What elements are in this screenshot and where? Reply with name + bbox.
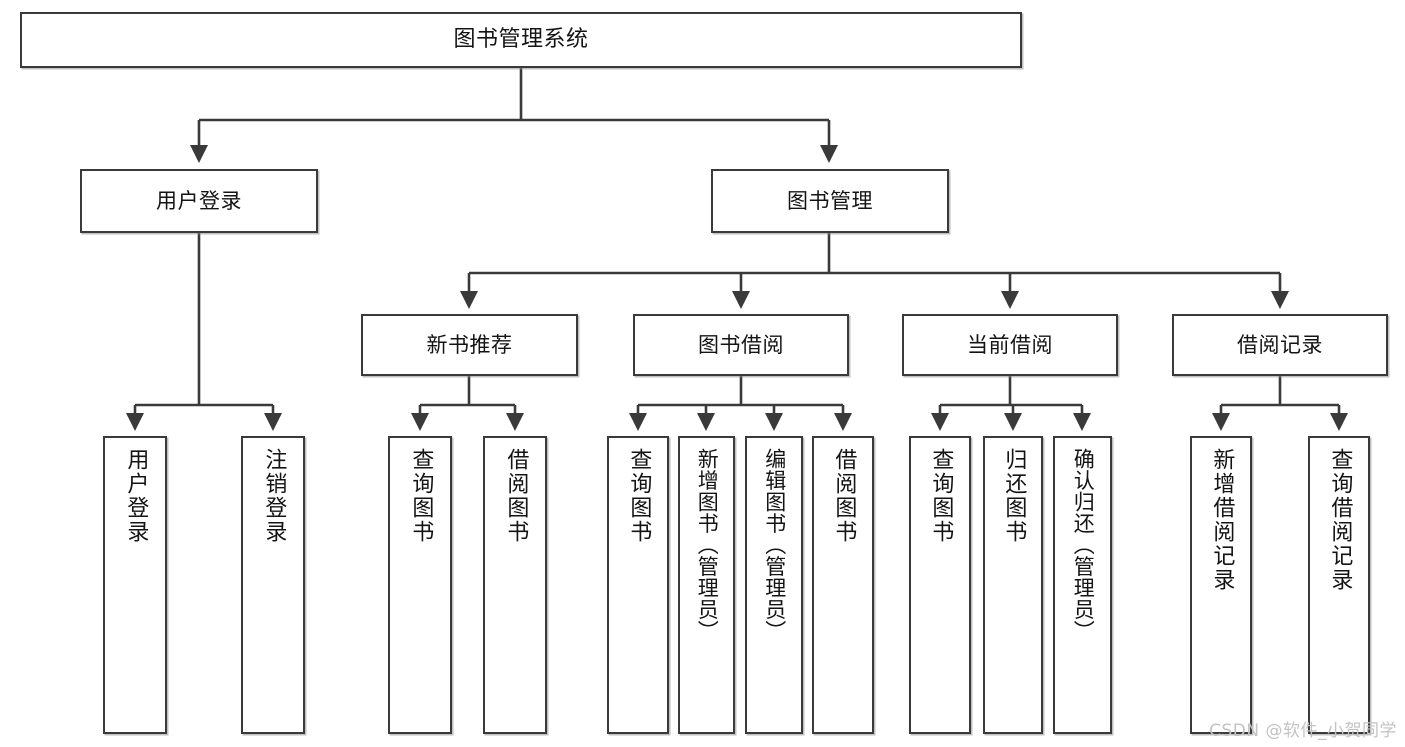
node-book-borrow[interactable]: 图书借阅 [633, 314, 849, 376]
node-book-manage[interactable]: 图书管理 [711, 169, 949, 233]
node-leaf-borrow-edit[interactable]: 编辑图书（管理员） [745, 436, 803, 734]
node-leaf-borrow-query[interactable]: 查询图书 [607, 436, 669, 734]
node-book-borrow-label: 图书借阅 [698, 332, 784, 357]
watermark: CSDN @软件_小贺同学 [1209, 721, 1397, 741]
node-leaf-borrow-add[interactable]: 新增图书（管理员） [678, 436, 735, 734]
node-leaf-rec-query[interactable]: 查询图书 [388, 436, 452, 734]
node-leaf-rec-borrow[interactable]: 借阅图书 [483, 436, 547, 734]
node-leaf-rec-query-label: 查询图书 [408, 448, 434, 544]
node-user-login-label: 用户登录 [156, 188, 242, 213]
node-leaf-cur-confirm[interactable]: 确认归还（管理员） [1053, 436, 1112, 734]
node-leaf-user-logout-label: 注销登录 [261, 448, 287, 544]
node-borrow-record-label: 借阅记录 [1237, 332, 1323, 357]
node-current-borrow-label: 当前借阅 [967, 332, 1053, 357]
node-leaf-borrow-lend[interactable]: 借阅图书 [812, 436, 874, 734]
node-new-book-recommend[interactable]: 新书推荐 [361, 314, 578, 376]
node-leaf-user-logout[interactable]: 注销登录 [241, 436, 305, 734]
node-leaf-borrow-edit-label: 编辑图书（管理员） [762, 448, 787, 642]
node-book-manage-label: 图书管理 [787, 188, 873, 213]
node-root-label: 图书管理系统 [453, 27, 589, 53]
node-leaf-rec-add[interactable]: 新增借阅记录 [1190, 436, 1252, 734]
node-leaf-borrow-add-label: 新增图书（管理员） [695, 448, 720, 642]
node-new-book-recommend-label: 新书推荐 [426, 332, 513, 357]
node-leaf-cur-confirm-label: 确认归还（管理员） [1071, 448, 1096, 642]
node-leaf-cur-query[interactable]: 查询图书 [909, 436, 971, 734]
node-leaf-user-login-label: 用户登录 [123, 448, 149, 544]
node-leaf-rec-query2[interactable]: 查询借阅记录 [1308, 436, 1370, 734]
node-root[interactable]: 图书管理系统 [20, 12, 1022, 68]
node-leaf-rec-query2-label: 查询借阅记录 [1327, 448, 1353, 592]
node-current-borrow[interactable]: 当前借阅 [902, 314, 1118, 376]
node-leaf-borrow-query-label: 查询图书 [626, 448, 652, 544]
node-leaf-cur-query-label: 查询图书 [928, 448, 954, 544]
node-user-login[interactable]: 用户登录 [80, 169, 318, 233]
node-leaf-cur-return-label: 归还图书 [1001, 448, 1027, 544]
node-borrow-record[interactable]: 借阅记录 [1172, 314, 1388, 376]
node-leaf-borrow-lend-label: 借阅图书 [831, 448, 857, 544]
node-leaf-rec-add-label: 新增借阅记录 [1209, 448, 1235, 592]
node-leaf-cur-return[interactable]: 归还图书 [983, 436, 1043, 734]
node-leaf-user-login[interactable]: 用户登录 [103, 436, 167, 734]
node-leaf-rec-borrow-label: 借阅图书 [503, 448, 529, 544]
